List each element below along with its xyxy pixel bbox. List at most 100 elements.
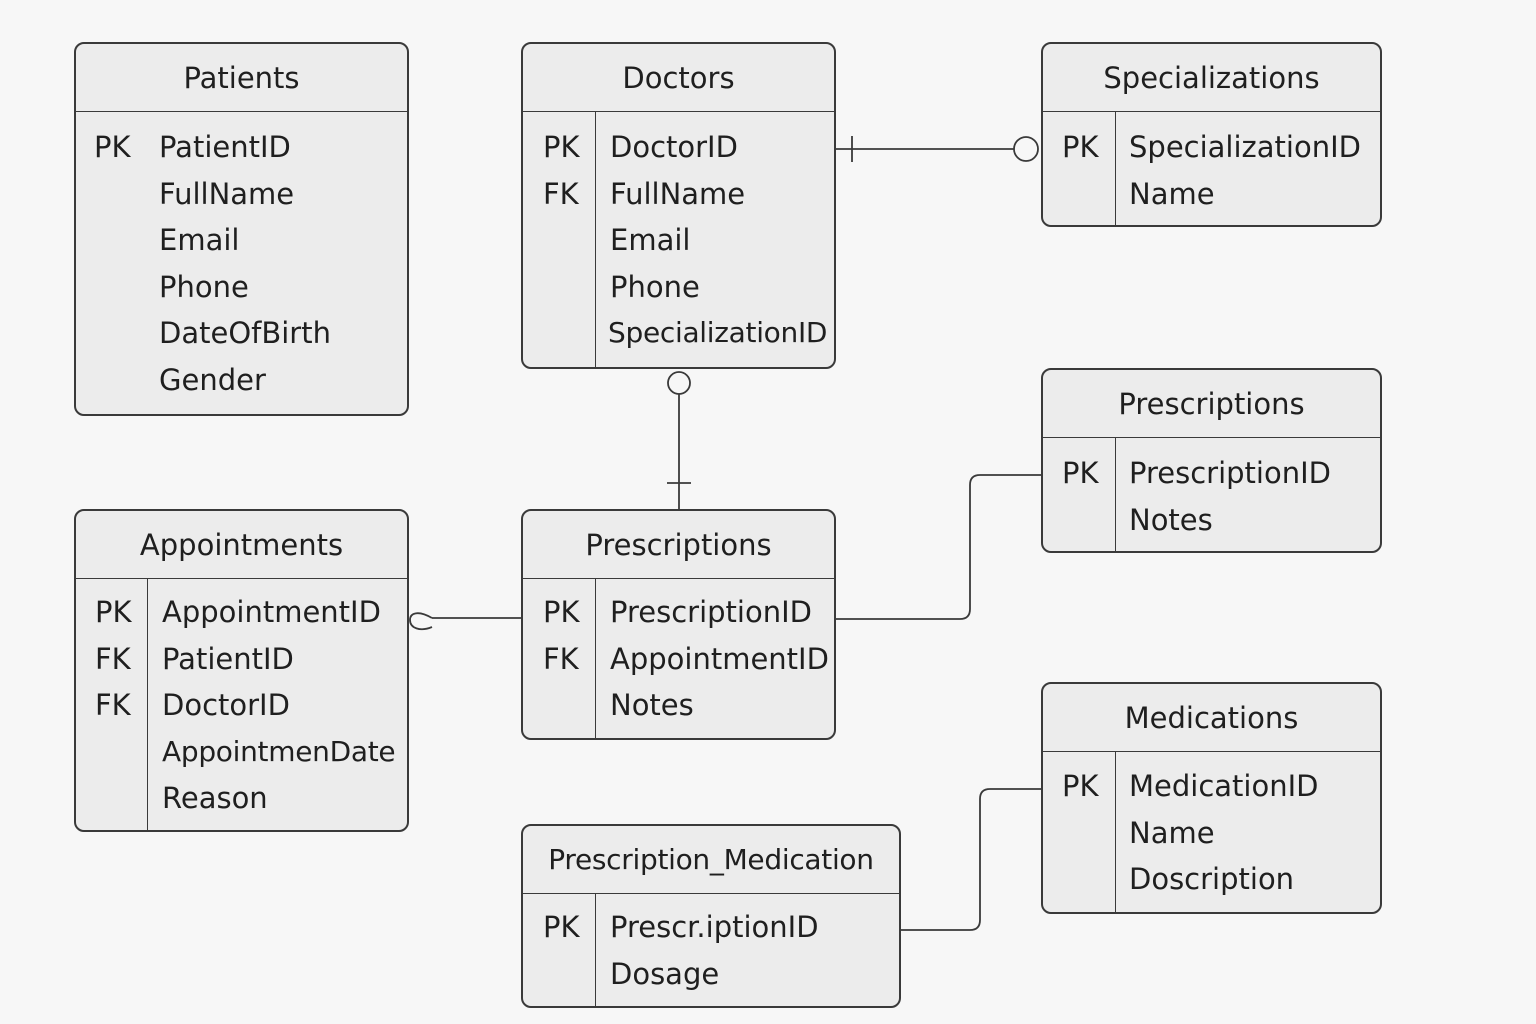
key-column-divider [595,112,596,367]
key-label: PK [1062,130,1099,164]
field-row: PK AppointmentID [76,589,407,636]
entity-fields: PK MedicationID Name Doscription [1043,752,1380,912]
field-row: Reason [76,775,407,822]
field-row: Email [523,217,834,264]
field-name: AppointmentID [610,641,829,676]
entity-prescriptions-center[interactable]: Prescriptions PK PrescriptionID FK Appoi… [521,509,836,740]
field-name: Email [159,223,240,257]
key-column-divider [595,894,596,1006]
field-name: SpecializationID [608,316,828,349]
field-name: Name [1129,176,1215,211]
field-row: AppointmenDate [76,729,407,776]
field-name: SpecializationID [1129,130,1361,164]
field-name: Gender [159,362,266,397]
field-name: Notes [1129,502,1213,537]
field-name: MedicationID [1129,769,1319,803]
entity-patients[interactable]: Patients PK PatientID FullName Email Pho… [74,42,409,416]
entity-title: Specializations [1043,44,1380,112]
field-row: Notes [523,682,834,729]
entity-fields: PK Prescr.iptionID Dosage [523,894,899,1006]
field-row: FK FullName [523,171,834,218]
field-name: DoctorID [162,688,290,722]
prescriptions-prescriptions-connector [835,474,1042,620]
field-name: AppointmenDate [162,734,396,768]
entity-medications[interactable]: Medications PK MedicationID Name Doscrip… [1041,682,1382,914]
entity-fields: PK SpecializationID Name [1043,112,1380,225]
field-name: Doscription [1129,862,1295,896]
entity-specializations[interactable]: Specializations PK SpecializationID Name [1041,42,1382,227]
entity-doctors[interactable]: Doctors PK DoctorID FK FullName Email Ph… [521,42,836,369]
field-name: Reason [162,781,268,815]
entity-title: Prescriptions [523,511,834,579]
entity-appointments[interactable]: Appointments PK AppointmentID FK Patient… [74,509,409,832]
entity-title: Patients [76,44,407,112]
field-row: Email [76,217,407,264]
entity-fields: PK PrescriptionID Notes [1043,438,1380,551]
field-row: PK PrescriptionID [523,589,834,636]
crows-foot-mark [409,612,433,631]
key-label: PK [543,595,580,629]
field-row: PK PatientID [76,124,407,171]
field-row: PK PrescriptionID [1043,450,1380,497]
field-name: Dosage [610,956,720,991]
field-name: PrescriptionID [610,595,812,629]
entity-title: Medications [1043,684,1380,752]
key-label: FK [543,176,579,211]
key-column-divider [1115,112,1116,225]
key-column-divider [147,579,148,830]
field-name: PrescriptionID [1129,456,1331,490]
field-name: FullName [159,176,295,211]
field-name: DateOfBirth [159,316,331,350]
entity-title: Appointments [76,511,407,579]
key-column-divider [1115,752,1116,912]
field-row: Notes [1043,497,1380,544]
key-label: PK [543,910,580,944]
field-row: PK MedicationID [1043,763,1380,810]
zero-cardinality-mark [667,371,691,395]
field-name: PatientID [162,641,294,676]
key-label: PK [95,595,132,629]
field-name: Phone [159,269,249,304]
field-row: FK DoctorID [76,682,407,729]
entity-prescription-medication[interactable]: Prescription_Medication PK Prescr.iption… [521,824,901,1008]
field-row: PK Prescr.iptionID [523,904,899,951]
key-column-divider [1115,438,1116,551]
key-label: PK [543,130,580,164]
entity-title: Prescriptions [1043,370,1380,438]
field-row: SpecializationID [523,310,834,357]
field-name: FullName [610,176,746,211]
field-row: PK SpecializationID [1043,124,1380,171]
key-label: FK [95,641,131,676]
field-row: Dosage [523,951,899,998]
field-name: AppointmentID [162,595,381,629]
field-name: Email [610,223,691,257]
entity-fields: PK PrescriptionID FK AppointmentID Notes [523,579,834,738]
field-row: Name [1043,810,1380,857]
field-row: DateOfBirth [76,310,407,357]
entity-fields: PK AppointmentID FK PatientID FK DoctorI… [76,579,407,830]
field-row: FK AppointmentID [523,636,834,683]
field-name: PatientID [159,130,291,164]
field-row: Gender [76,357,407,404]
field-name: Name [1129,815,1215,850]
field-name: Prescr.iptionID [610,910,819,944]
key-label: PK [1062,769,1099,803]
key-label: FK [543,641,579,676]
field-name: DoctorID [610,130,738,164]
field-row: Phone [523,264,834,311]
field-row: PK DoctorID [523,124,834,171]
key-label: PK [1062,456,1099,490]
prescription-medication-medications-connector [900,788,1042,931]
field-name: Notes [610,688,694,722]
entity-fields: PK DoctorID FK FullName Email Phone Spec… [523,112,834,367]
field-name: Phone [610,269,700,304]
key-label: PK [94,130,131,164]
entity-prescriptions-right[interactable]: Prescriptions PK PrescriptionID Notes [1041,368,1382,553]
key-label: FK [95,688,131,722]
key-column-divider [595,579,596,738]
entity-title: Doctors [523,44,834,112]
field-row: FullName [76,171,407,218]
entity-title: Prescription_Medication [523,826,899,894]
field-row: Name [1043,171,1380,218]
